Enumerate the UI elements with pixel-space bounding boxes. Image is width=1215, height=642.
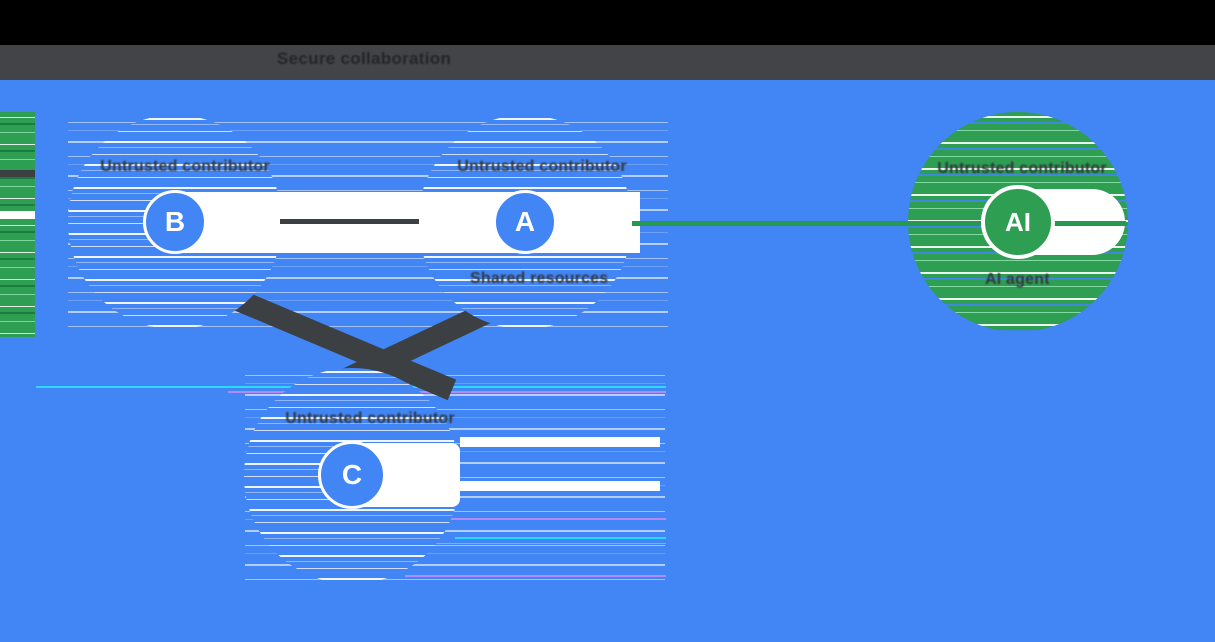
glitch-white-band <box>460 437 660 447</box>
node-label-b: Untrusted contributor <box>100 158 270 175</box>
node-letter-b: B <box>164 206 186 237</box>
node-sublabel-a: Shared resources <box>470 270 609 287</box>
glitch-dark-band <box>0 170 35 177</box>
node-label-ai: Untrusted contributor <box>937 160 1107 177</box>
link-a-ai <box>632 221 1126 226</box>
diagram-title: Secure collaboration <box>277 49 452 68</box>
node-label-c: Untrusted contributor <box>285 410 455 427</box>
node-disc-c: C <box>318 441 386 509</box>
glitch-white-band <box>0 211 35 219</box>
link-b-a <box>280 219 419 224</box>
glitch-scanline-cyan <box>455 537 666 539</box>
node-disc-ai: AI <box>981 185 1055 259</box>
glitch-white-band <box>460 481 660 491</box>
glitch-scanline-purple <box>440 518 666 520</box>
node-disc-b: B <box>143 190 207 254</box>
glitch-green-bar <box>0 112 35 337</box>
node-letter-a: A <box>514 206 536 237</box>
node-sublabel-ai: AI agent <box>985 271 1050 288</box>
glitch-scanline-purple <box>405 575 666 577</box>
glitch-scanline-cyan <box>405 543 666 544</box>
header-black-bar <box>0 0 1215 45</box>
header-gray-bar <box>0 45 1215 80</box>
node-letter-ai: AI <box>1005 206 1031 237</box>
node-letter-c: C <box>341 459 363 490</box>
node-label-a: Untrusted contributor <box>457 158 627 175</box>
node-disc-a: A <box>493 190 557 254</box>
